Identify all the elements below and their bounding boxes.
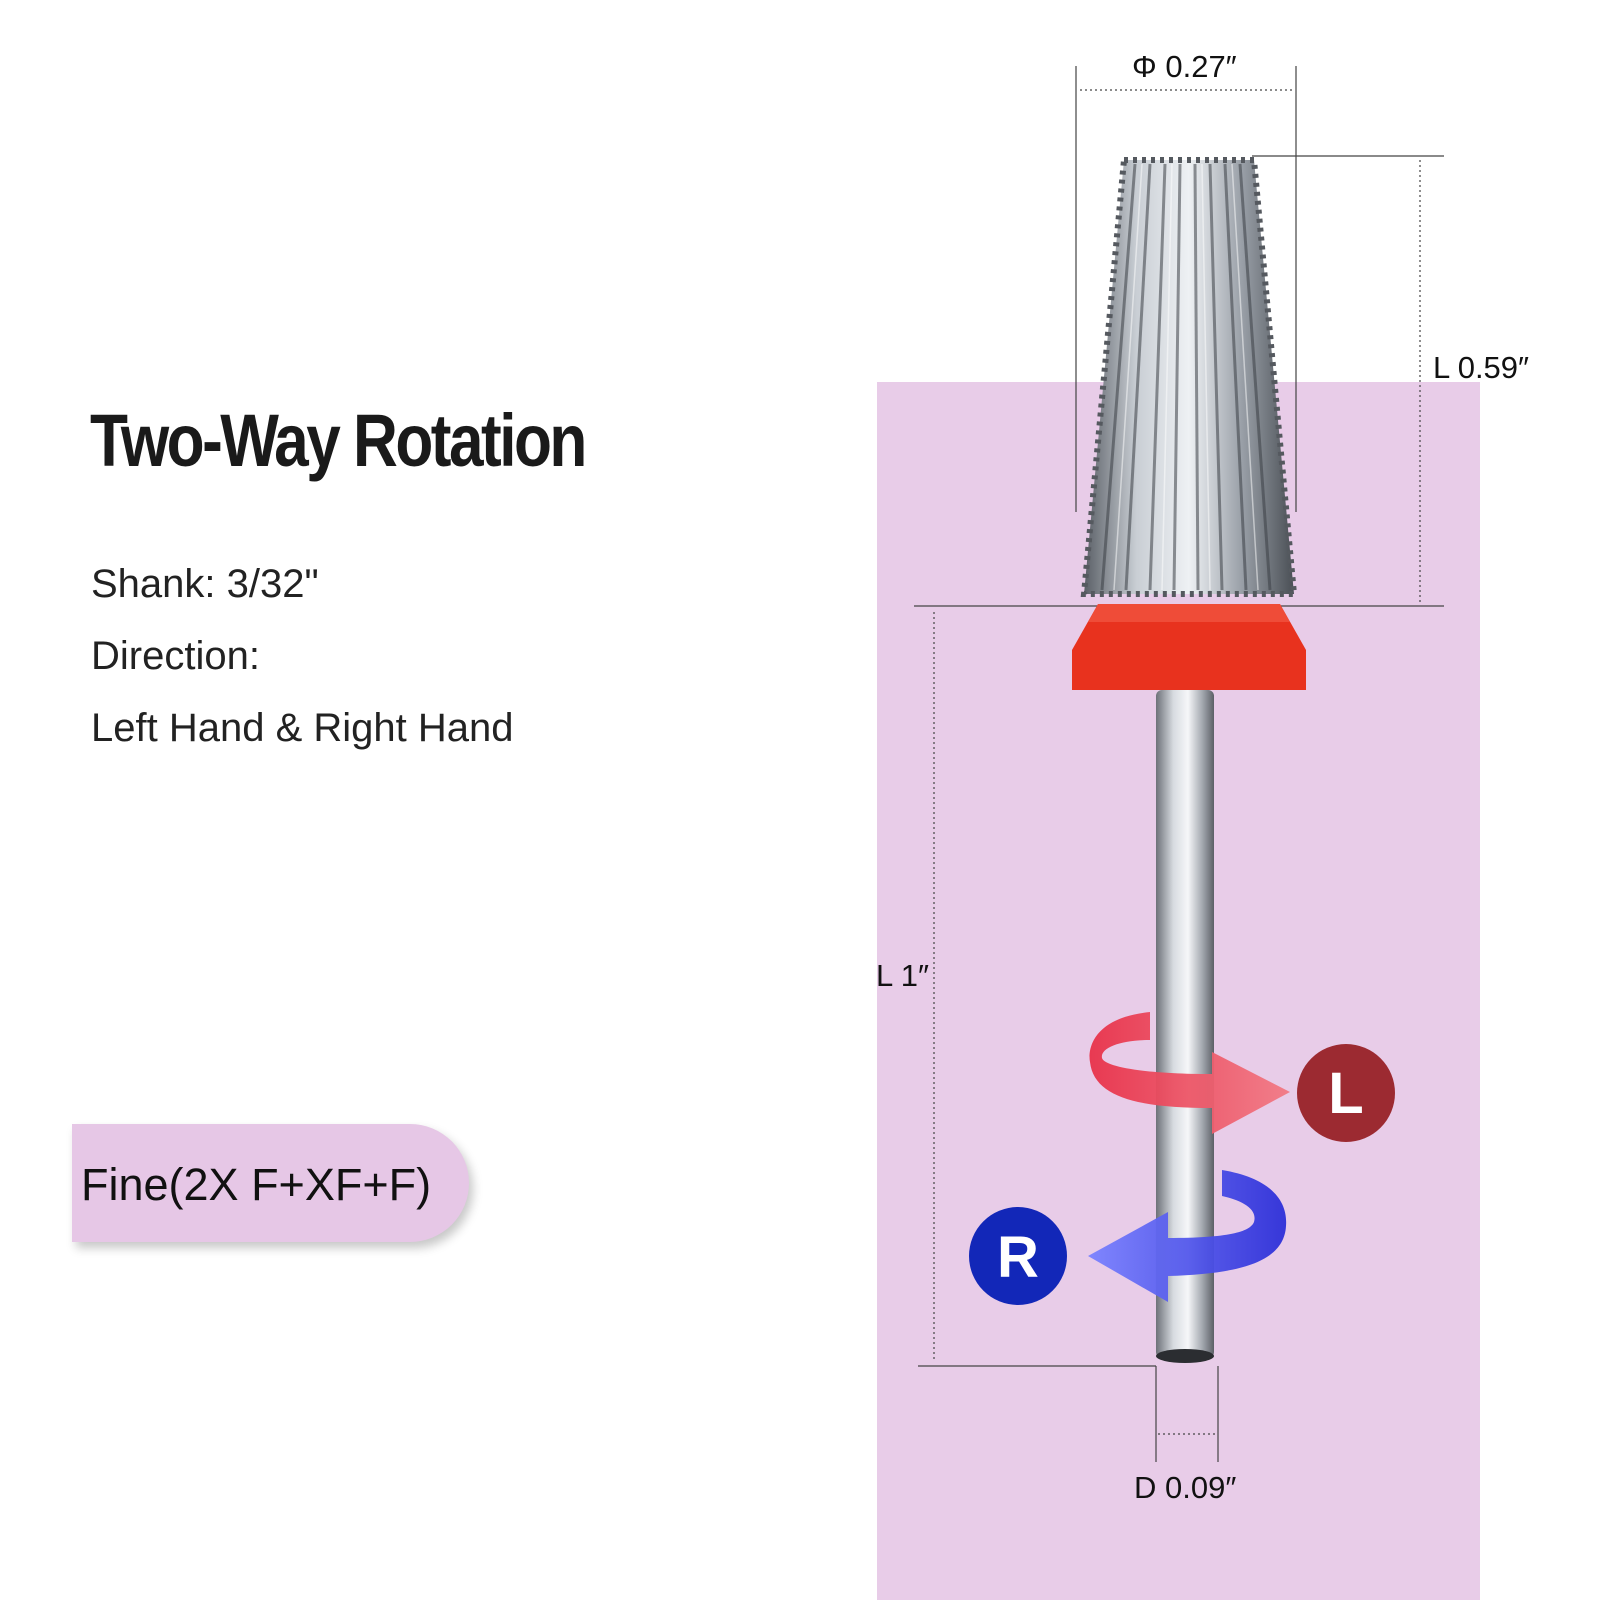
grit-badge-label: Fine(2X F+XF+F) — [81, 1159, 432, 1210]
grit-badge: Fine(2X F+XF+F) — [72, 1124, 469, 1242]
head-length-label: L 0.59″ — [1433, 350, 1530, 385]
drill-collar — [1072, 604, 1306, 690]
shank-diameter-label: D 0.09″ — [1134, 1470, 1237, 1505]
left-marker-letter: L — [1328, 1061, 1363, 1126]
page-title: Two-Way Rotation — [90, 399, 587, 482]
right-marker-letter: R — [997, 1225, 1039, 1290]
direction-label: Direction: — [91, 634, 260, 678]
direction-value: Left Hand & Right Hand — [91, 706, 514, 750]
left-hand-marker: L — [1297, 1044, 1395, 1142]
drill-shank — [1156, 690, 1214, 1358]
dimension-lines — [914, 66, 1444, 1462]
left-rotation-arrow — [1089, 1012, 1290, 1134]
right-rotation-arrow — [1088, 1170, 1287, 1302]
shank-length-label: L 1″ — [876, 958, 929, 993]
drill-head — [1080, 157, 1298, 597]
shank-spec: Shank: 3/32" — [91, 562, 319, 606]
head-diameter-label: Φ 0.27″ — [1132, 49, 1237, 84]
right-hand-marker: R — [969, 1207, 1067, 1305]
